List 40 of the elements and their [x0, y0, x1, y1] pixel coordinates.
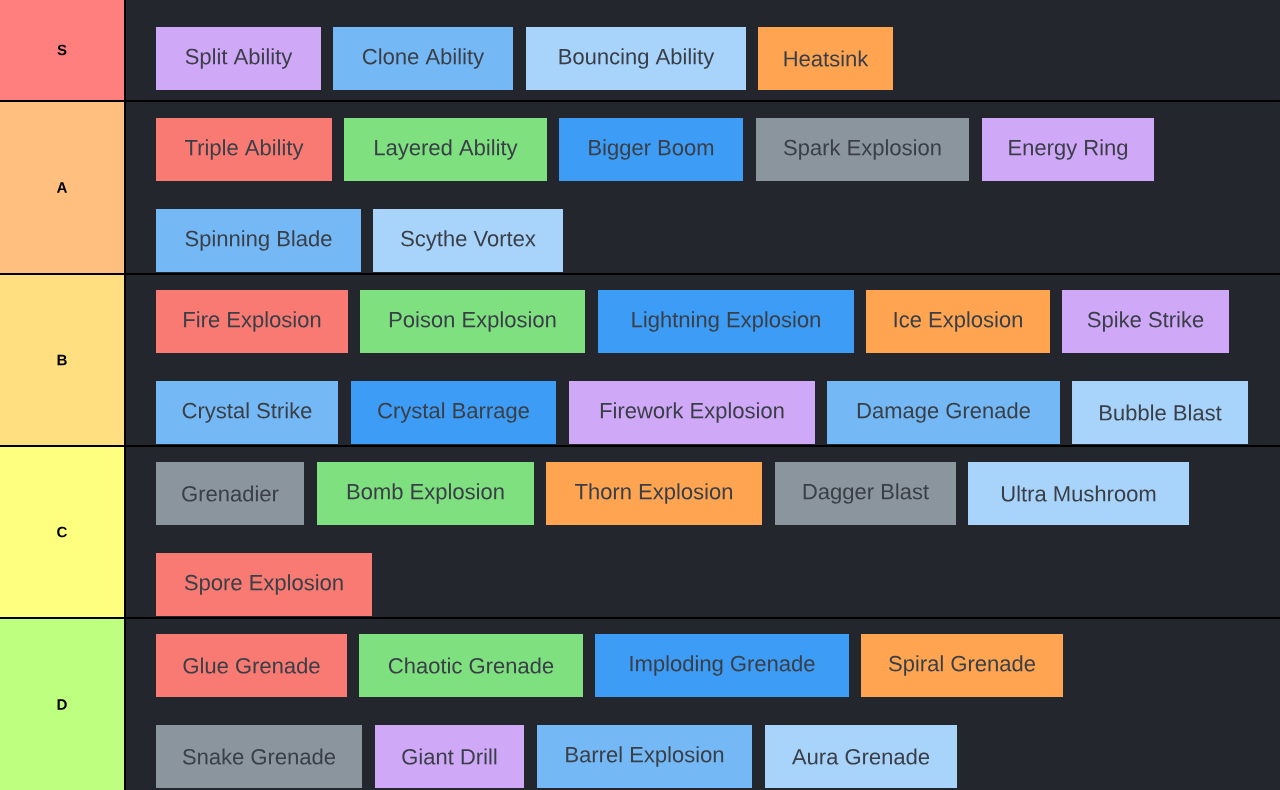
- tile: Firework Explosion: [569, 381, 815, 444]
- tile: Bubble Blast: [1072, 381, 1248, 444]
- tile: Clone Ability: [333, 27, 513, 90]
- tile: Thorn Explosion: [546, 462, 762, 525]
- tier-label: D: [0, 619, 124, 790]
- tile: Giant Drill: [375, 725, 524, 788]
- tile: Grenadier: [156, 462, 304, 525]
- tile: Snake Grenade: [156, 725, 362, 788]
- tile: Spark Explosion: [756, 118, 969, 181]
- tile: Spore Explosion: [156, 553, 372, 616]
- tile: Crystal Barrage: [351, 381, 556, 444]
- tile: Aura Grenade: [765, 725, 957, 788]
- tile: Spinning Blade: [156, 209, 361, 272]
- tile: Bomb Explosion: [317, 462, 534, 525]
- tier-label: S: [0, 0, 124, 100]
- tile: Glue Grenade: [156, 634, 347, 697]
- tile: Fire Explosion: [156, 290, 348, 353]
- tile: Split Ability: [156, 27, 321, 90]
- tile: Bouncing Ability: [526, 27, 746, 90]
- tier-label: B: [0, 275, 124, 445]
- tile: Ultra Mushroom: [968, 462, 1189, 525]
- tile: Spike Strike: [1062, 290, 1229, 353]
- tile: Lightning Explosion: [598, 290, 854, 353]
- tile: Chaotic Grenade: [359, 634, 583, 697]
- tile: Bigger Boom: [559, 118, 743, 181]
- tier-label: A: [0, 102, 124, 273]
- tile: Layered Ability: [344, 118, 547, 181]
- tile: Energy Ring: [982, 118, 1154, 181]
- tile: Barrel Explosion: [537, 725, 752, 788]
- tile: Spiral Grenade: [861, 634, 1063, 697]
- tile: Dagger Blast: [775, 462, 956, 525]
- tile: Triple Ability: [156, 118, 332, 181]
- tier-label: C: [0, 447, 124, 617]
- tile: Crystal Strike: [156, 381, 338, 444]
- tile: Imploding Grenade: [595, 634, 849, 697]
- tile: Heatsink: [758, 27, 893, 90]
- tile: Poison Explosion: [360, 290, 585, 353]
- tile: Damage Grenade: [827, 381, 1060, 444]
- tile: Scythe Vortex: [373, 209, 563, 272]
- tile: Ice Explosion: [866, 290, 1050, 353]
